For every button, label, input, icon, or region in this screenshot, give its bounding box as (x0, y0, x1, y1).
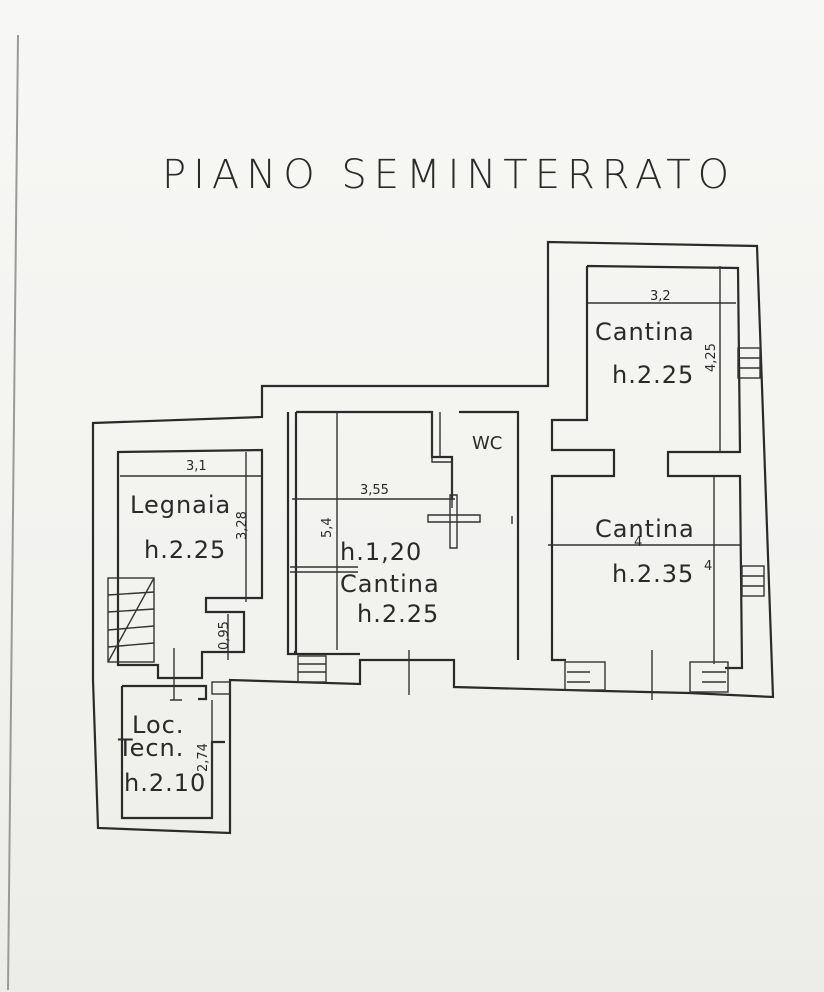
room-cantina-centrale-height: h.2.25 (357, 600, 439, 628)
loc-tecn-vent (211, 681, 231, 695)
staircase (107, 577, 155, 663)
room-cantina-bassa-height: h.2.35 (612, 560, 694, 588)
wc-fixture (427, 494, 481, 549)
outer-wall (91, 240, 775, 835)
legnaia-walls (116, 448, 264, 680)
room-legnaia-height: h.2.25 (144, 536, 226, 564)
dim-cantina-centrale-depth: 5,4 (320, 517, 335, 538)
room-cantina-centrale-extra-height: h.1,20 (340, 538, 422, 566)
room-wc-name: WC (472, 433, 502, 454)
dim-legnaia-depth: 3,28 (235, 511, 250, 540)
room-cantina-alta-name: Cantina (595, 318, 695, 346)
room-loc-tecn-name-1: Loc. (132, 711, 184, 739)
cantina-bottom-vent-left (564, 661, 606, 691)
dim-cantina-bassa-depth: 4 (704, 559, 712, 574)
cantina-bottom-vent-right (689, 661, 729, 693)
cantina-alta-vent (737, 347, 761, 379)
dim-cantina-centrale-width: 3,55 (360, 483, 389, 498)
dim-legnaia-step: 0,95 (217, 621, 232, 650)
dimension-lines (120, 266, 740, 818)
room-loc-tecn-name-2: Tecn. (117, 734, 184, 762)
loc-tecn-door (170, 648, 182, 701)
room-cantina-bassa-name: Cantina (595, 515, 695, 543)
plan-title: PIANO SEMINTERRATO (162, 152, 736, 198)
room-cantina-alta-height: h.2.25 (612, 361, 694, 389)
room-cantina-centrale-name: Cantina (340, 570, 440, 598)
dim-cantina-alta-depth: 4,25 (704, 343, 719, 372)
dim-cantina-alta-width: 3,2 (650, 289, 671, 304)
cantina-centrale-inner (286, 412, 360, 656)
room-legnaia-name: Legnaia (130, 491, 231, 519)
wc-partition (431, 412, 453, 508)
cantina-centrale-vent (297, 655, 327, 683)
dim-cantina-bassa-width: 4 (634, 535, 642, 550)
cantina-bassa-vent (741, 565, 765, 597)
internal-step (290, 566, 358, 573)
paper-edge (7, 34, 19, 991)
cantina-alta-walls (550, 264, 744, 670)
dim-legnaia-width: 3,1 (186, 459, 207, 474)
dim-loc-tecn-depth: 2,74 (196, 743, 211, 772)
room-loc-tecn-height: h.2.10 (124, 769, 206, 797)
